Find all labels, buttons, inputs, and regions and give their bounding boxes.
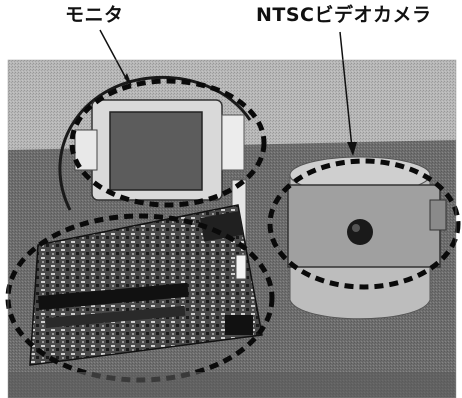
camera-device <box>287 156 447 320</box>
monitor-highlight-outline <box>69 78 267 208</box>
circuit-board <box>29 204 263 366</box>
camera-pointer-line <box>339 31 353 149</box>
camera-highlight-outline <box>267 158 461 290</box>
monitor-cable <box>58 75 252 211</box>
camera-label: NTSCビデオカメラ <box>256 4 432 26</box>
monitor-pointer-line <box>99 29 129 83</box>
monitor-label: モニタ <box>65 4 124 26</box>
